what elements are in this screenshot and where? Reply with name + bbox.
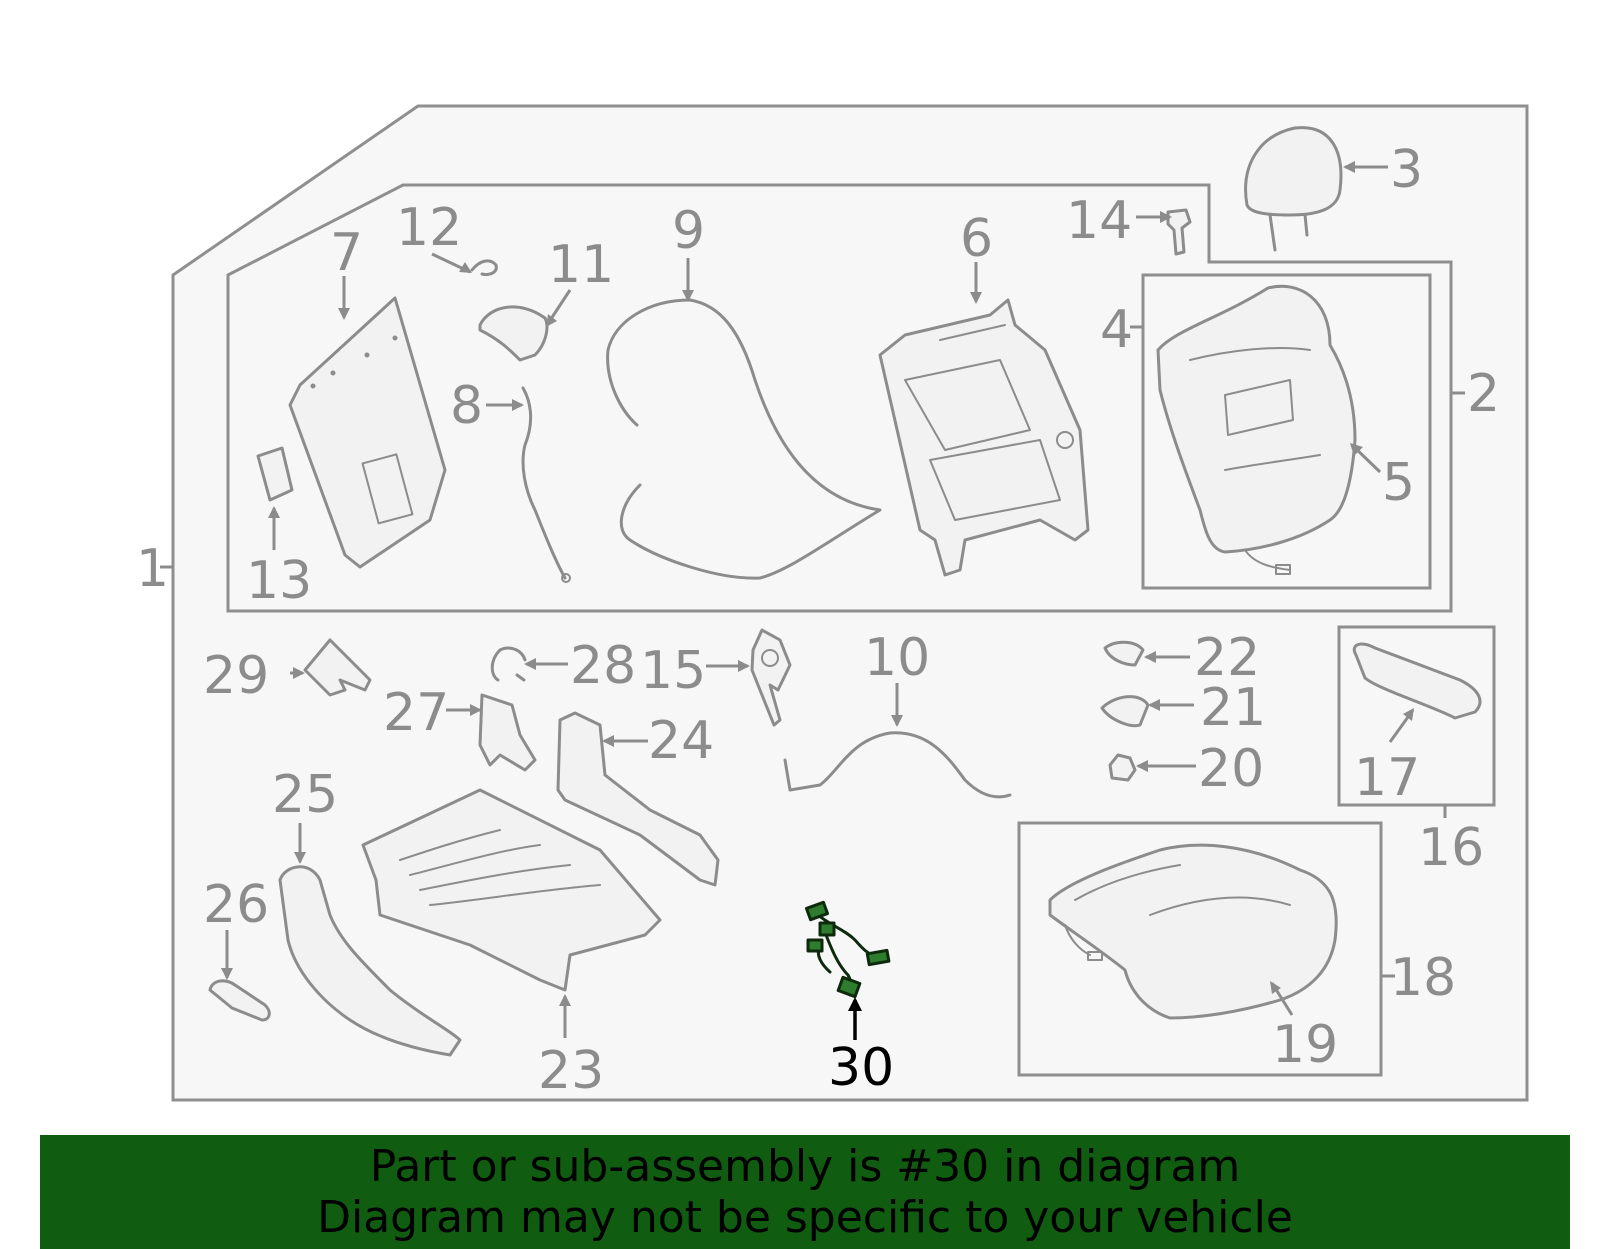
armrest-part [1352,642,1482,720]
callout-8: 8 [450,376,483,436]
wiring-harness-part [804,900,891,999]
seatback-frame-part [878,298,1090,577]
seatback-cover-box [1141,273,1432,590]
callout-6: 6 [960,209,993,269]
wire-frame-part [606,298,882,580]
info-banner: Part or sub-assembly is #30 in diagram D… [40,1135,1570,1249]
back-panel-part [288,296,447,569]
callout-5: 5 [1382,453,1415,513]
cap-part [478,305,549,362]
release-cable-part [521,386,567,580]
callout-10: 10 [864,628,930,688]
callout-19: 19 [1272,1015,1338,1075]
callout-1: 1 [136,539,169,599]
cushion-frame-part [361,788,662,992]
small-clip-part [470,259,498,276]
callout-23: 23 [538,1041,604,1101]
clip-28-part [490,646,527,682]
guide-clip-part [1166,208,1192,256]
callout-30-highlighted: 30 [828,1038,894,1098]
callout-14: 14 [1066,191,1132,251]
callout-9: 9 [672,201,705,261]
callout-29: 29 [203,646,269,706]
cushion-box [1017,821,1383,1077]
callout-27: 27 [383,683,449,743]
callout-26: 26 [203,875,269,935]
callout-7: 7 [330,223,363,283]
side-shield-part [556,711,720,887]
callout-16: 16 [1418,818,1484,878]
seatback-frame [226,183,1453,613]
leader-lines [221,161,1415,1040]
cover-22-part [1103,640,1145,667]
callout-15: 15 [640,641,706,701]
callout-22: 22 [1194,628,1260,688]
callout-3: 3 [1390,140,1423,200]
switch-part [256,446,294,502]
callout-24: 24 [648,711,714,771]
cable-part [783,731,1012,799]
callout-28: 28 [570,636,636,696]
armrest-box [1337,625,1496,807]
cushion-cover-part [1048,843,1338,1020]
cover-27-part [478,693,537,772]
banner-line-disclaimer: Diagram may not be specific to your vehi… [317,1192,1293,1243]
cover-29-part [303,638,372,697]
callout-11: 11 [548,235,614,295]
lever-part [208,979,271,1022]
knob-20-part [1108,753,1137,782]
recliner-part [750,628,792,727]
headrest-part [1244,126,1343,252]
banner-line-part: Part or sub-assembly is #30 in diagram [369,1141,1241,1192]
callout-13: 13 [246,551,312,611]
callout-labels: 1 2 3 4 5 6 7 8 9 10 11 12 13 14 15 16 1… [136,140,1500,1101]
callout-18: 18 [1390,948,1456,1008]
callout-25: 25 [272,765,338,825]
callout-2: 2 [1467,364,1500,424]
side-trim-part [278,865,462,1057]
callout-21: 21 [1200,678,1266,738]
callout-12: 12 [396,198,462,258]
seatback-cover-part [1156,284,1357,575]
callout-17: 17 [1354,748,1420,808]
callout-4: 4 [1100,300,1133,360]
callout-20: 20 [1198,739,1264,799]
cover-21-part [1100,695,1150,728]
